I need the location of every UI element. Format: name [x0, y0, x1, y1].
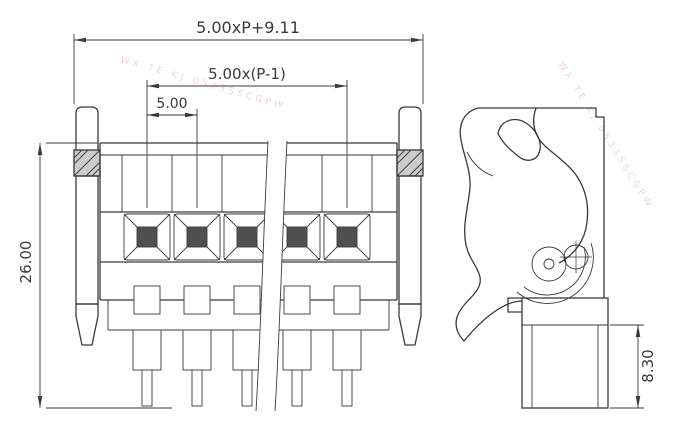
cam-circle-large-center	[543, 258, 555, 270]
lever-slot	[497, 119, 541, 161]
watermark-text-right: WX TE KJ 0533SSCGPW	[555, 60, 655, 211]
solder-pins	[107, 300, 390, 407]
right-lever-tab	[398, 106, 422, 150]
side-base-block	[521, 297, 609, 409]
break-lines	[255, 140, 288, 412]
dim-label-pole-span: 5.00x(P-1)	[208, 65, 286, 83]
clamp-windows	[133, 285, 361, 315]
release-lever	[455, 107, 589, 343]
left-hatch-lines	[73, 149, 101, 177]
cam-circle-large	[531, 246, 567, 282]
front-view	[73, 106, 424, 412]
left-lever-body	[75, 175, 99, 305]
left-lever-foot	[75, 303, 99, 346]
dimension-pole-span: 5.00x(P-1)	[146, 65, 348, 208]
terminal-recess	[336, 226, 358, 248]
right-hatch-lines	[396, 149, 424, 177]
dimension-base-height: 8.30	[610, 324, 657, 409]
terminal-recess	[186, 226, 208, 248]
watermark-text-left: WX TE KJ 0533SSCGPW	[119, 55, 287, 112]
housing-body	[99, 142, 398, 301]
cam-mechanism	[516, 241, 594, 304]
dimension-pitch: 5.00	[147, 96, 198, 208]
terminal-opening	[173, 213, 221, 261]
dimension-overall-height: 26.00	[17, 142, 172, 409]
left-lever-tab	[75, 106, 99, 150]
right-mounting-lever	[396, 106, 424, 346]
terminal-opening	[323, 213, 371, 261]
side-housing	[478, 107, 609, 409]
dim-label-base-height: 8.30	[639, 349, 657, 382]
side-view	[455, 107, 609, 409]
terminal-openings	[123, 213, 371, 261]
cell-divider-lines	[121, 155, 373, 212]
side-base-step	[507, 297, 522, 313]
terminal-recess	[286, 226, 308, 248]
dim-label-pitch: 5.00	[156, 96, 187, 112]
dimension-total-width: 5.00xP+9.11	[73, 18, 424, 104]
dim-label-total-width: 5.00xP+9.11	[196, 18, 300, 37]
terminal-recess	[136, 226, 158, 248]
dim-label-overall-height: 26.00	[17, 241, 35, 284]
terminal-opening	[123, 213, 171, 261]
right-lever-body	[398, 175, 422, 305]
right-lever-foot	[398, 303, 422, 346]
terminal-recess	[236, 226, 258, 248]
